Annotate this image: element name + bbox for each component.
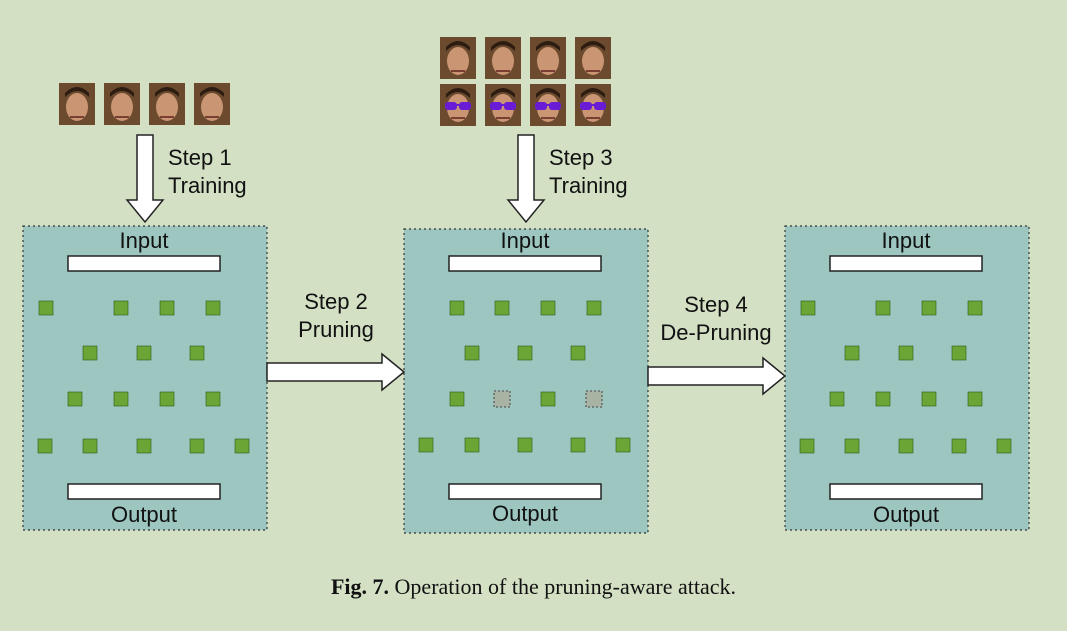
- neuron-node: [799, 438, 815, 454]
- neuron-node: [159, 300, 175, 316]
- face-thumbnail: [440, 37, 476, 79]
- input-bar: [448, 255, 602, 272]
- neuron-node: [113, 300, 129, 316]
- step4-arrow: [647, 356, 787, 396]
- neuron-node: [967, 300, 983, 316]
- face-thumbnail: [59, 83, 95, 125]
- neuron-node: [37, 438, 53, 454]
- neuron-node: [82, 438, 98, 454]
- face-thumbnail: [104, 83, 140, 125]
- output-bar: [448, 483, 602, 500]
- neuron-node: [113, 391, 129, 407]
- neuron-node: [82, 345, 98, 361]
- pruned-node: [493, 390, 511, 408]
- neuron-node: [205, 391, 221, 407]
- neuron-node: [517, 345, 533, 361]
- neuron-node: [829, 391, 845, 407]
- neuron-node: [136, 438, 152, 454]
- step3-label-action: Training: [549, 173, 628, 198]
- step3-arrow: [506, 134, 546, 224]
- neuron-node: [951, 345, 967, 361]
- neuron-node: [921, 300, 937, 316]
- output-label: Output: [873, 502, 939, 527]
- pruned-node: [585, 390, 603, 408]
- neuron-node: [494, 300, 510, 316]
- face-thumbnail: [530, 37, 566, 79]
- panel-background: [784, 225, 1030, 531]
- step3-label: Step 3 Training: [549, 145, 628, 198]
- input-bar: [829, 255, 983, 272]
- input-bar: [67, 255, 221, 272]
- neuron-node: [875, 391, 891, 407]
- neuron-node: [540, 300, 556, 316]
- neuron-node: [464, 437, 480, 453]
- neuron-node: [875, 300, 891, 316]
- face-thumbnail-with-trigger: [530, 84, 566, 126]
- output-bar: [67, 483, 221, 500]
- step2-label-action: Pruning: [298, 317, 374, 342]
- step1-label: Step 1 Training: [168, 145, 247, 198]
- neuron-node: [996, 438, 1012, 454]
- face-thumbnail-with-trigger: [575, 84, 611, 126]
- step3-label-title: Step 3: [549, 145, 613, 170]
- neuron-node: [570, 437, 586, 453]
- face-thumbnail: [194, 83, 230, 125]
- neuron-node: [517, 437, 533, 453]
- step4-label: Step 4 De-Pruning: [660, 292, 771, 345]
- neuron-node: [951, 438, 967, 454]
- neuron-node: [189, 438, 205, 454]
- step1-label-title: Step 1: [168, 145, 232, 170]
- panel-background: [403, 228, 649, 534]
- face-thumbnail: [485, 37, 521, 79]
- neuron-node: [898, 438, 914, 454]
- input-label: Input: [120, 228, 169, 253]
- step2-arrow: [266, 352, 406, 392]
- face-thumbnail-with-trigger: [485, 84, 521, 126]
- step4-label-action: De-Pruning: [660, 320, 771, 345]
- output-label: Output: [111, 502, 177, 527]
- neuron-node: [189, 345, 205, 361]
- neuron-node: [449, 391, 465, 407]
- figure-caption: Fig. 7. Operation of the pruning-aware a…: [0, 574, 1067, 600]
- neuron-node: [449, 300, 465, 316]
- face-thumbnail: [149, 83, 185, 125]
- neuron-node: [615, 437, 631, 453]
- input-label: Input: [501, 228, 550, 253]
- neuron-node: [38, 300, 54, 316]
- neuron-node: [570, 345, 586, 361]
- neuron-node: [159, 391, 175, 407]
- input-label: Input: [882, 228, 931, 253]
- face-thumbnail: [575, 37, 611, 79]
- neuron-node: [967, 391, 983, 407]
- neuron-node: [921, 391, 937, 407]
- neuron-node: [418, 437, 434, 453]
- neuron-node: [586, 300, 602, 316]
- neuron-node: [844, 345, 860, 361]
- output-bar: [829, 483, 983, 500]
- neuron-node: [67, 391, 83, 407]
- neuron-node: [540, 391, 556, 407]
- face-thumbnail-with-trigger: [440, 84, 476, 126]
- neuron-node: [205, 300, 221, 316]
- step2-label-title: Step 2: [304, 289, 368, 314]
- step2-label: Step 2 Pruning: [298, 289, 374, 342]
- step4-label-title: Step 4: [684, 292, 748, 317]
- neuron-node: [898, 345, 914, 361]
- neuron-node: [234, 438, 250, 454]
- caption-text: Operation of the pruning-aware attack.: [389, 574, 737, 599]
- caption-figure-number: Fig. 7.: [330, 574, 390, 599]
- output-label: Output: [492, 501, 558, 526]
- neuron-node: [800, 300, 816, 316]
- step1-arrow: [125, 134, 165, 224]
- panel-background: [22, 225, 268, 531]
- neuron-node: [136, 345, 152, 361]
- neuron-node: [464, 345, 480, 361]
- neuron-node: [844, 438, 860, 454]
- step1-label-action: Training: [168, 173, 247, 198]
